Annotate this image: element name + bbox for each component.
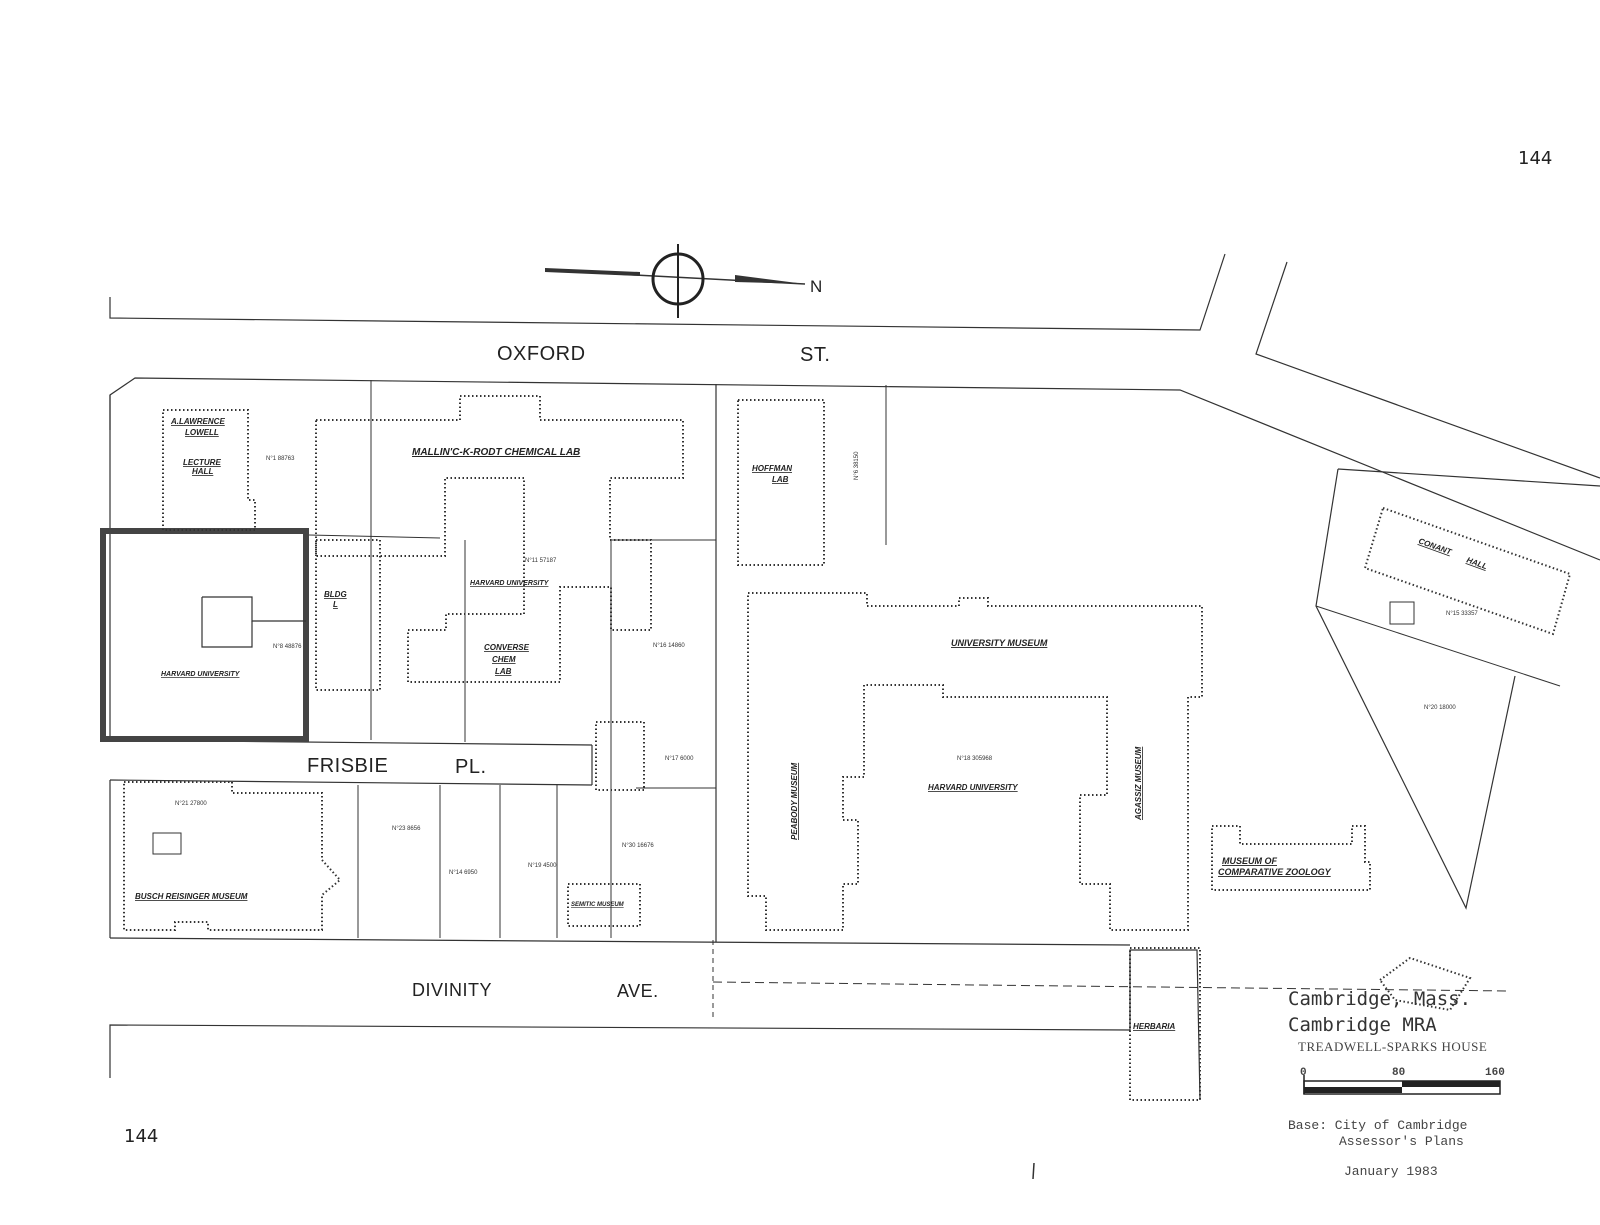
caption-city: Cambridge, Mass. [1288, 988, 1471, 1010]
lot-8: N°8 48876 [273, 644, 302, 650]
label-mcz-2: COMPARATIVE ZOOLOGY [1218, 867, 1332, 877]
label-mallinckrodt: MALLIN'C-K-RODT CHEMICAL LAB [412, 447, 580, 458]
lot-23: N°23 8656 [392, 826, 421, 832]
hoffman-lab [737, 399, 825, 566]
mcz-building [1211, 825, 1371, 891]
lot-14: N°14 6950 [449, 870, 478, 876]
label-peabody: PEABODY MUSEUM [790, 762, 799, 840]
conant-hall [1363, 506, 1572, 636]
label-agassiz: AGASSIZ MUSEUM [1134, 746, 1143, 821]
label-lowell-4: HALL [192, 467, 213, 476]
label-semitic: SEMITIC MUSEUM [571, 902, 625, 908]
scale-tick-160: 160 [1485, 1067, 1505, 1079]
lot-20: N°20 18000 [1424, 705, 1456, 711]
lot-21: N°21 27800 [175, 801, 207, 807]
label-busch: BUSCH REISINGER MUSEUM [135, 892, 248, 901]
owner-label-3: HARVARD UNIVERSITY [928, 783, 1018, 792]
museum-complex [747, 592, 1203, 931]
label-bldg-2: L [333, 600, 338, 609]
street-oxford: OXFORD [497, 343, 586, 365]
label-herbaria: HERBARIA [1133, 1022, 1175, 1031]
scale-tick-80: 80 [1392, 1067, 1405, 1079]
label-mcz-1: MUSEUM OF [1222, 856, 1278, 866]
caption-base-2: Assessor's Plans [1339, 1134, 1464, 1149]
page-number-top: 144 [1518, 148, 1552, 169]
owner-label-1: HARVARD UNIVERSITY [470, 580, 550, 587]
label-lowell-3: LECTURE [183, 458, 221, 467]
caption-property: TREADWELL-SPARKS HOUSE [1298, 1039, 1487, 1054]
label-conant-2: HALL [1465, 555, 1488, 571]
label-converse-3: LAB [495, 667, 512, 676]
caption-survey: Cambridge MRA [1288, 1014, 1437, 1036]
street-oxford-st: ST. [800, 344, 830, 366]
semitic-museum [567, 883, 641, 927]
lot-6: N°6 38150 [854, 451, 860, 480]
scale-bar [1303, 1075, 1501, 1095]
page-number-bottom: 144 [124, 1126, 158, 1147]
label-hoffman-1: HOFFMAN [752, 464, 792, 473]
block-outline-north [109, 377, 1600, 946]
label-conant-1: CONANT [1417, 536, 1453, 557]
street-divinity-ave: AVE. [617, 981, 659, 1001]
label-lowell-2: LOWELL [185, 428, 219, 437]
lot-17: N°17 6000 [665, 756, 694, 762]
lot-18: N°18 305968 [957, 756, 993, 762]
north-arrow-icon [545, 244, 806, 318]
label-bldg-1: BLDG [324, 590, 347, 599]
conant-lot-outline [1315, 468, 1600, 910]
lot-16: N°16 14860 [653, 643, 685, 649]
street-frisbie: FRISBIE [307, 755, 388, 777]
caption-date: January 1983 [1344, 1164, 1438, 1179]
lowell-hall [162, 409, 256, 531]
scale-tick-0: 0 [1300, 1067, 1307, 1079]
north-label: N [810, 277, 823, 296]
label-converse-2: CHEM [492, 655, 516, 664]
lot-30: N°30 16676 [622, 843, 654, 849]
label-lowell-1: A.LAWRENCE [170, 417, 225, 426]
lot-1: N°1 88763 [266, 456, 295, 462]
street-lines [109, 253, 1600, 1101]
small-building [595, 721, 645, 791]
label-hoffman-2: LAB [772, 475, 789, 484]
street-divinity: DIVINITY [412, 980, 492, 1000]
street-frisbie-pl: PL. [455, 756, 487, 778]
caption-base-1: Base: City of Cambridge [1288, 1118, 1467, 1133]
label-converse-1: CONVERSE [484, 643, 530, 652]
bldg-l [315, 539, 381, 691]
owner-label-2: HARVARD UNIVERSITY [161, 671, 241, 678]
lot-19: N°19 4500 [528, 863, 557, 869]
label-univ-museum: UNIVERSITY MUSEUM [951, 638, 1048, 648]
stray-mark [1032, 1162, 1035, 1180]
treadwell-sparks-property [100, 528, 309, 742]
lot-15: N°15 33357 [1446, 611, 1478, 617]
busch-reisinger-museum [123, 781, 342, 931]
lot-11: N°11 57187 [525, 558, 557, 564]
